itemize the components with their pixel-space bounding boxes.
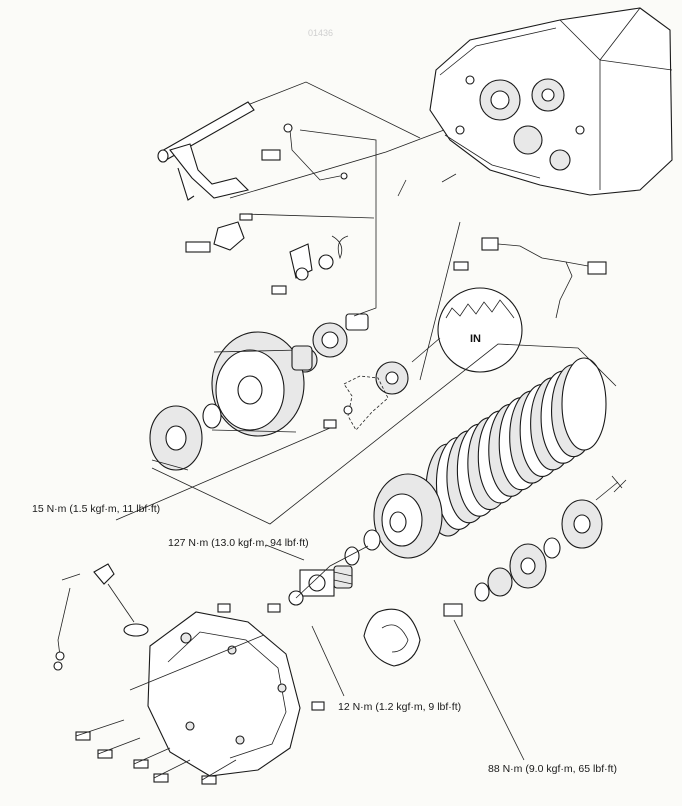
guide-bolt (323, 405, 353, 429)
lifter-bolt (267, 590, 304, 613)
gearshift-spindle (157, 101, 255, 201)
clutch-spring (333, 565, 353, 589)
primary-drive-gear (443, 475, 627, 617)
pressure-plate (373, 473, 443, 559)
oil-pipe (261, 123, 348, 181)
oil-filler-cap (93, 563, 149, 637)
in-mark-label: IN (470, 333, 481, 345)
sensor-wire (453, 237, 607, 319)
cover-bolts (75, 603, 325, 785)
lifter-plate (299, 569, 335, 597)
page-code: 01436 (308, 28, 333, 38)
thrust-washer (202, 403, 222, 429)
chain (343, 375, 389, 431)
needle-bearing (291, 345, 313, 371)
clutch-lifter-arm (53, 573, 81, 671)
in-mark-callout: IN (411, 287, 523, 373)
right-crankcase-cover (147, 611, 301, 777)
clutch-plate (561, 357, 607, 451)
crankcase (429, 7, 673, 196)
oil-pump-driven-sprocket (149, 405, 203, 471)
stopper-arm (271, 235, 349, 295)
clutch-outer (211, 331, 305, 437)
judder-spring-ring (363, 608, 421, 667)
torque-label-88nm: 88 N·m (9.0 kgf·m, 65 lbf·ft) (488, 763, 617, 775)
shift-drum-center (185, 213, 253, 253)
torque-label-15nm: 15 N·m (1.5 kgf·m, 11 lbf·ft) (32, 503, 160, 515)
torque-label-127nm: 127 N·m (13.0 kgf·m, 94 lbf·ft) (168, 537, 309, 549)
drive-sprocket (375, 361, 409, 395)
leader-lines (115, 81, 617, 761)
lock-washer (344, 529, 381, 566)
torque-label-12nm: 12 N·m (1.2 kgf·m, 9 lbf·ft) (338, 701, 461, 713)
